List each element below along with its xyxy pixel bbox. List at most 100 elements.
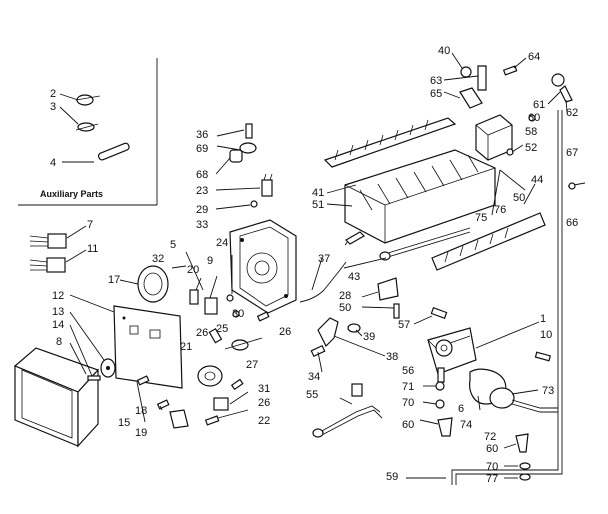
callout-43: 43	[348, 271, 360, 283]
lever-parts	[310, 277, 448, 373]
callout-12: 12	[52, 290, 64, 302]
callout-1: 1	[540, 313, 546, 325]
callout-71: 71	[402, 381, 414, 393]
callout-11: 11	[87, 243, 98, 255]
wiring-harness-55	[312, 397, 383, 438]
callout-22: 22	[258, 415, 270, 427]
callout-4: 4	[50, 157, 56, 169]
callout-2: 2	[50, 88, 56, 100]
heater-37	[299, 261, 347, 303]
callout-6: 6	[458, 403, 464, 415]
callout-60-top: 60	[528, 112, 540, 124]
callout-21: 21	[180, 341, 192, 353]
callout-23: 23	[196, 185, 208, 197]
callout-56: 56	[402, 365, 414, 377]
callout-14: 14	[52, 319, 64, 331]
cover-plate-12	[69, 294, 183, 389]
motor-17	[119, 265, 187, 303]
auxiliary-parts-label: Auxiliary Parts	[40, 189, 103, 199]
gear-13	[69, 311, 116, 381]
callout-34: 34	[308, 371, 320, 383]
callout-20: 20	[187, 264, 199, 276]
callout-73: 73	[542, 385, 554, 397]
bottom-small-parts	[136, 375, 249, 429]
callout-75: 75	[475, 212, 487, 224]
callout-50-mid: 50	[339, 302, 351, 314]
callout-28: 28	[339, 290, 351, 302]
callout-13: 13	[52, 306, 64, 318]
front-cover-8	[13, 342, 100, 448]
callout-70-bottom: 70	[486, 461, 498, 473]
callout-31: 31	[258, 383, 270, 395]
callout-52: 52	[525, 142, 537, 154]
callout-57: 57	[398, 319, 410, 331]
callout-38: 38	[386, 351, 398, 363]
bottom-fittings	[351, 381, 531, 481]
callout-33: 33	[196, 219, 208, 231]
callout-5: 5	[170, 239, 176, 251]
callout-61: 61	[533, 99, 545, 111]
callout-30: 30	[232, 308, 244, 320]
auxiliary-parts-box: Auxiliary Parts	[18, 58, 158, 206]
callout-32: 32	[152, 253, 164, 265]
top-right-leaders	[311, 52, 568, 291]
switch-parts	[185, 251, 270, 391]
callout-37: 37	[318, 253, 330, 265]
callout-18: 18	[135, 405, 147, 417]
callout-67: 67	[566, 147, 578, 159]
callout-36: 36	[196, 129, 208, 141]
callout-26-mid: 26	[279, 326, 291, 338]
callout-60-mid: 60	[402, 419, 414, 431]
callout-25: 25	[216, 323, 228, 335]
callout-8: 8	[56, 336, 62, 348]
callout-10: 10	[540, 329, 552, 341]
callout-24: 24	[216, 237, 228, 249]
callout-51: 51	[312, 199, 324, 211]
callout-65: 65	[430, 88, 442, 100]
fill-tube-59	[451, 110, 563, 485]
callout-9: 9	[207, 255, 213, 267]
callout-66: 66	[566, 217, 578, 229]
callout-72: 72	[484, 431, 496, 443]
callout-50-top: 50	[513, 192, 525, 204]
callout-26-bottom: 26	[258, 397, 270, 409]
ejector-rod	[379, 227, 471, 261]
callout-19: 19	[135, 427, 147, 439]
part-2-3-clip	[75, 94, 101, 132]
callout-15: 15	[118, 417, 130, 429]
callout-59: 59	[386, 471, 398, 483]
callout-64: 64	[528, 51, 540, 63]
callout-58: 58	[525, 126, 537, 138]
callout-numbers: 2 3 4 7 11 36 69 68 23 29 33 41 51 40 64…	[50, 45, 578, 485]
callout-68: 68	[196, 169, 208, 181]
callout-29: 29	[196, 204, 208, 216]
fill-cup-assembly	[459, 65, 573, 161]
callout-63: 63	[430, 75, 442, 87]
callout-74: 74	[460, 419, 472, 431]
callout-55: 55	[306, 389, 318, 401]
callout-17: 17	[108, 274, 120, 286]
water-valve	[427, 321, 558, 413]
part-4-tube	[97, 142, 130, 161]
callout-77: 77	[486, 473, 498, 485]
callout-41: 41	[312, 187, 324, 199]
callout-3: 3	[50, 101, 56, 113]
motor-housing-33	[229, 219, 297, 314]
callout-69: 69	[196, 143, 208, 155]
callout-44: 44	[531, 174, 543, 186]
callout-60-bottom: 60	[486, 443, 498, 455]
callout-62: 62	[566, 107, 578, 119]
callout-40: 40	[438, 45, 450, 57]
callout-39: 39	[363, 331, 375, 343]
callout-27: 27	[246, 359, 258, 371]
ice-mold	[323, 117, 496, 246]
callout-70-mid: 70	[402, 397, 414, 409]
ice-stripper-44	[431, 212, 546, 271]
callout-26-left: 26	[196, 327, 208, 339]
callout-7: 7	[87, 219, 93, 231]
screw-66-67	[567, 182, 586, 190]
wire-harness-connectors	[29, 225, 87, 273]
thermostat-parts	[215, 123, 273, 210]
callout-76: 76	[494, 204, 506, 216]
